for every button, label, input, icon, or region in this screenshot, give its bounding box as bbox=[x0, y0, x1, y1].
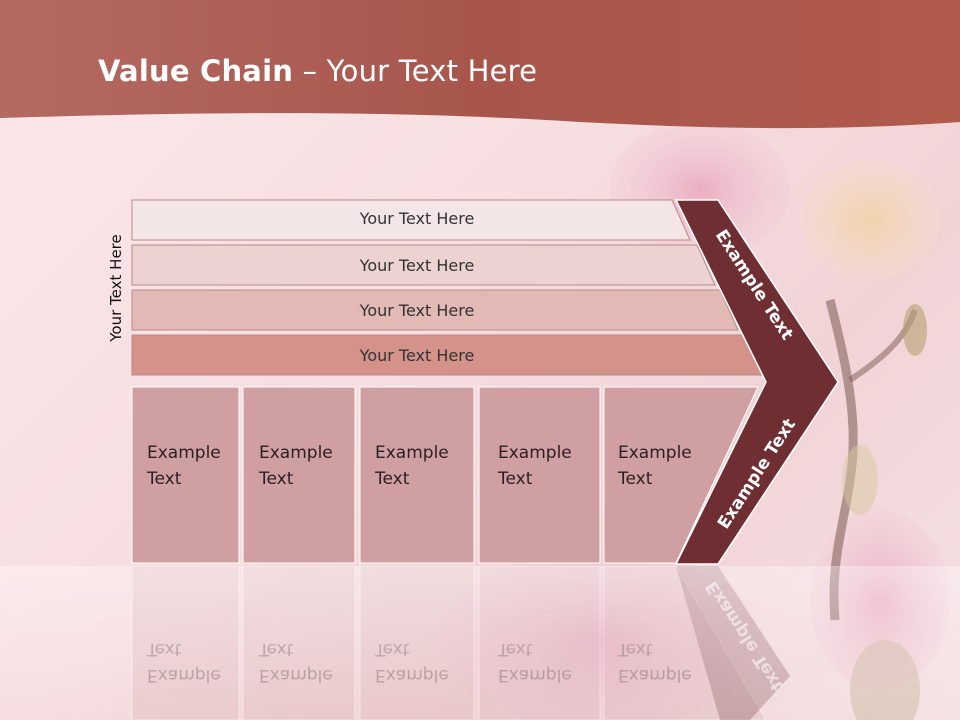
box-label-4-line1: Example bbox=[498, 443, 572, 463]
box-label-3-line1: Example bbox=[375, 443, 449, 463]
value-chain-box-4 bbox=[478, 386, 601, 564]
value-chain-arrow bbox=[674, 199, 839, 565]
value-chain-box-2 bbox=[242, 386, 356, 564]
header-band bbox=[0, 0, 960, 129]
box-label-4: Example Text bbox=[498, 440, 572, 492]
value-chain-box-3 bbox=[359, 386, 475, 564]
box-label-1-line1: Example bbox=[147, 443, 221, 463]
bar-label-2: Your Text Here bbox=[359, 256, 475, 275]
box-label-5-line2: Text bbox=[618, 469, 653, 489]
page-title: Value Chain – Your Text Here bbox=[98, 54, 537, 88]
box-label-4-line2: Text bbox=[498, 469, 533, 489]
box-label-5-line1: Example bbox=[618, 443, 692, 463]
value-chain-bar-1 bbox=[131, 199, 691, 241]
value-chain-bar-2 bbox=[131, 244, 716, 286]
diagram-reflection: Example Text Example Text Example Text E… bbox=[0, 566, 960, 720]
box-label-3-line2: Text bbox=[375, 469, 410, 489]
value-chain-box-1 bbox=[131, 386, 240, 564]
bar-label-4: Your Text Here bbox=[359, 346, 475, 365]
bar-label-3: Your Text Here bbox=[359, 301, 475, 320]
box-label-1: Example Text bbox=[147, 440, 221, 492]
reflection-fade bbox=[0, 566, 960, 720]
value-chain-bar-3 bbox=[131, 289, 739, 331]
box-label-1-line2: Text bbox=[147, 469, 182, 489]
box-label-5: Example Text bbox=[618, 440, 692, 492]
box-label-2: Example Text bbox=[259, 440, 333, 492]
box-label-2-line2: Text bbox=[259, 469, 294, 489]
title-rest: – Your Text Here bbox=[293, 54, 538, 88]
title-bold: Value Chain bbox=[98, 54, 294, 88]
box-label-2-line1: Example bbox=[259, 443, 333, 463]
bar-label-1: Your Text Here bbox=[359, 209, 475, 228]
box-label-3: Example Text bbox=[375, 440, 449, 492]
